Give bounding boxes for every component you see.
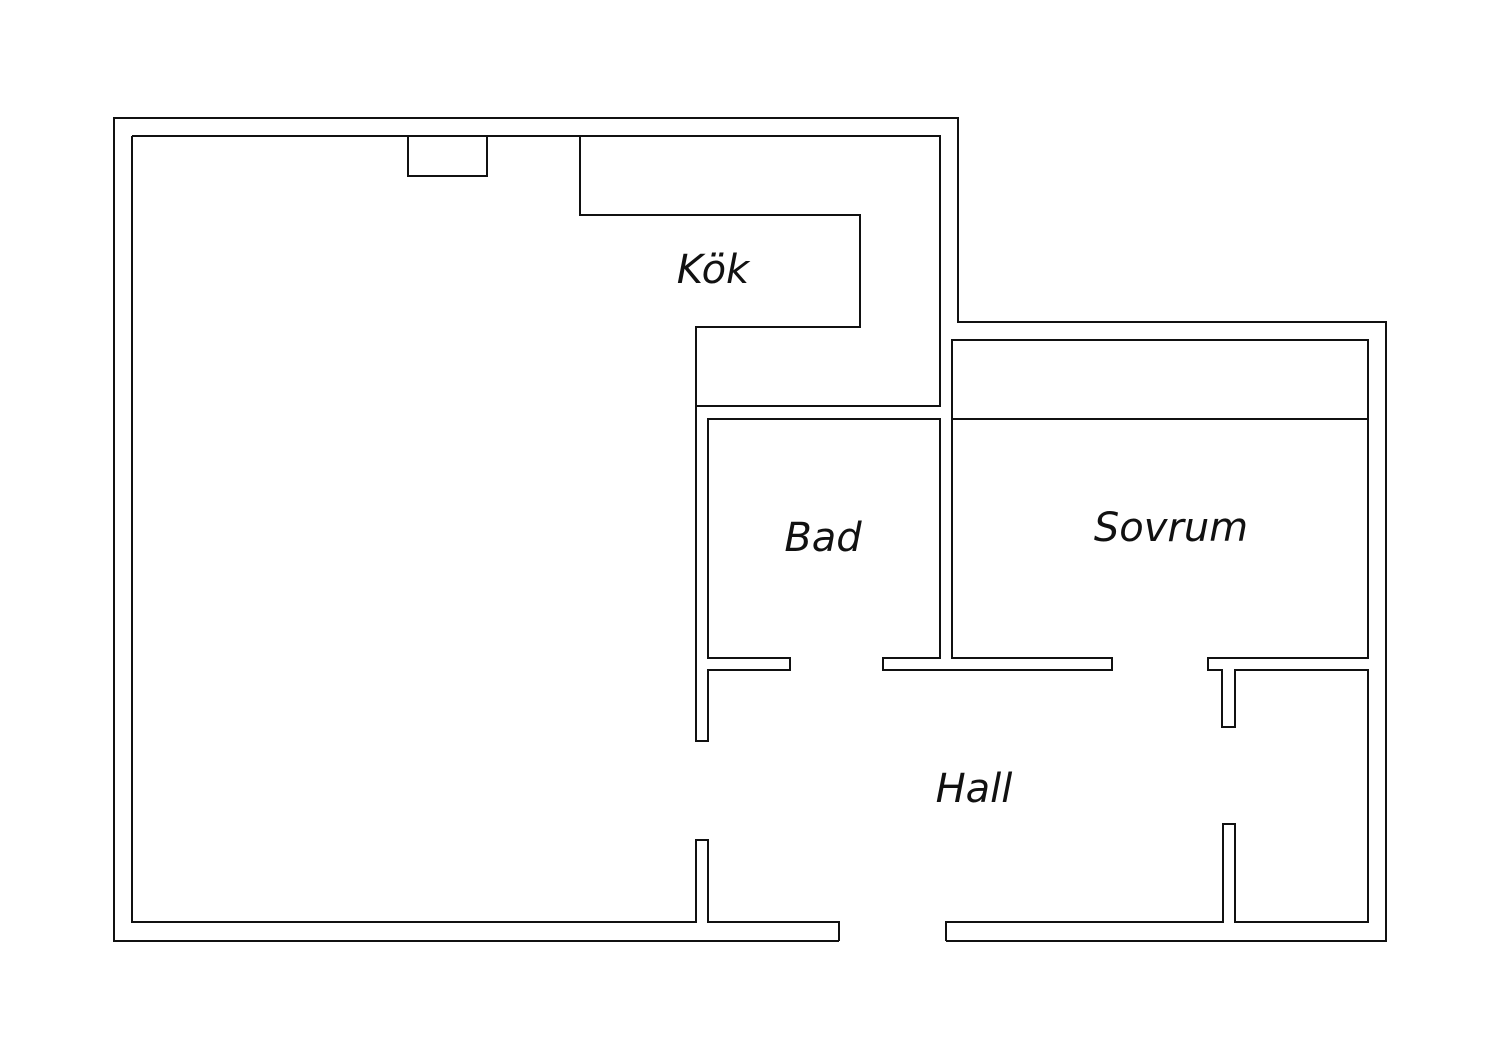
outer-wall-left-segment [113, 117, 1387, 942]
room-label-hall: Hall [936, 766, 1013, 812]
bedroom-wardrobe [951, 339, 1369, 420]
entrance-right-wall [945, 419, 1369, 941]
room-label-bedroom: Sovrum [1094, 505, 1248, 551]
living-room-inner-wall [131, 136, 840, 941]
room-label-kitchen: Kök [677, 247, 751, 293]
room-label-bath: Bad [784, 515, 862, 561]
chimney-box [407, 135, 488, 177]
kitchen-counter-wall [487, 135, 1113, 742]
kitchen-right-wall [580, 135, 941, 407]
